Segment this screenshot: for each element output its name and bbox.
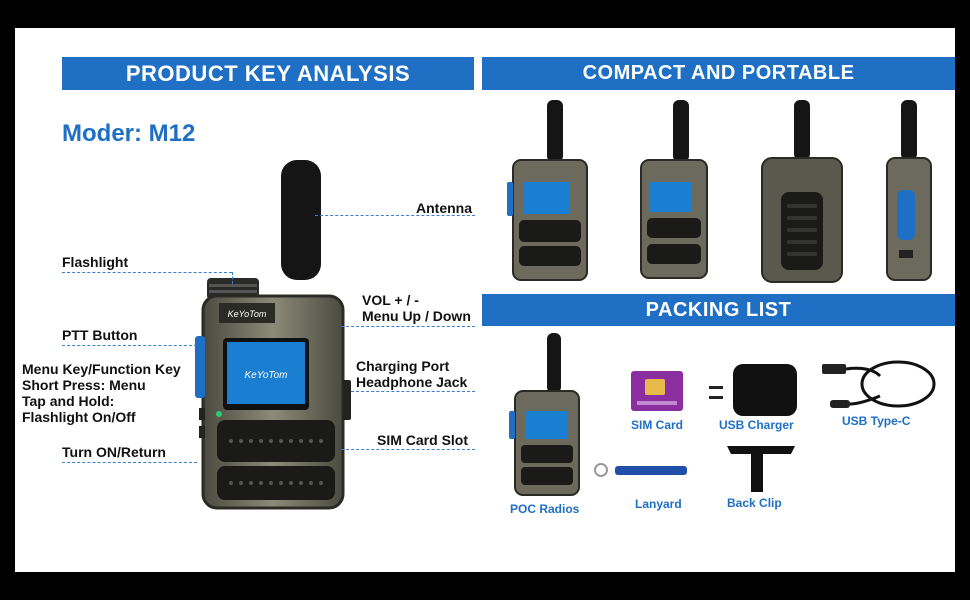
ptt-label: PTT Button [62, 327, 138, 343]
usb-charger-image [709, 364, 797, 416]
poc-radio-image [509, 333, 580, 496]
flashlight-label: Flashlight [62, 254, 129, 270]
usb-typec-cable-image [822, 360, 936, 408]
vol-line [341, 326, 475, 327]
charging-port-label: Charging Port [356, 358, 450, 374]
sim-slot-line [341, 449, 475, 450]
poc-radios-caption: POC Radios [510, 502, 580, 516]
radio-back-view [761, 100, 843, 283]
key-analysis-banner: PRODUCT KEY ANALYSIS [62, 57, 474, 90]
sim-card-image [631, 371, 683, 411]
ptt-line [62, 345, 197, 346]
lanyard-caption: Lanyard [635, 497, 682, 511]
antenna-line [315, 215, 475, 216]
charging-line [351, 391, 475, 392]
usb-typec-caption: USB Type-C [842, 414, 911, 428]
flashlight-onoff-label: Flashlight On/Off [22, 409, 136, 425]
short-press-label: Short Press: Menu [22, 377, 146, 393]
packing-list-banner: PACKING LIST [482, 294, 955, 326]
turn-on-label: Turn ON/Return [62, 444, 166, 460]
flashlight-line [62, 272, 232, 273]
vol-label: VOL + / - [362, 292, 419, 308]
tap-hold-label: Tap and Hold: [22, 393, 115, 409]
screen-brand-text: KeYoTom [245, 370, 288, 381]
back-clip-caption: Back Clip [727, 496, 782, 510]
sim-slot-label: SIM Card Slot [377, 432, 469, 448]
flashlight-line-vertical [232, 272, 233, 284]
radio-side-view [886, 100, 932, 281]
headphone-jack-label: Headphone Jack [356, 374, 468, 390]
radio-brand-text: KeYoTom [228, 309, 267, 319]
lanyard-image [594, 463, 687, 477]
usb-charger-caption: USB Charger [719, 418, 794, 432]
turn-on-line [62, 462, 197, 463]
main-radio-image: KeYoTom KeYoTom [195, 160, 351, 510]
compact-portable-banner: COMPACT AND PORTABLE [482, 57, 955, 90]
radio-angled-view [640, 100, 708, 279]
product-infographic: PRODUCT KEY ANALYSIS COMPACT AND PORTABL… [15, 28, 955, 572]
sim-card-caption: SIM Card [631, 418, 684, 432]
menu-up-down-label: Menu Up / Down [362, 308, 471, 324]
menu-key-label: Menu Key/Function Key [22, 361, 181, 377]
antenna-label: Antenna [416, 200, 472, 216]
model-title: Moder: M12 [62, 120, 196, 147]
back-clip-image [727, 446, 795, 492]
radio-front-view [507, 100, 588, 281]
